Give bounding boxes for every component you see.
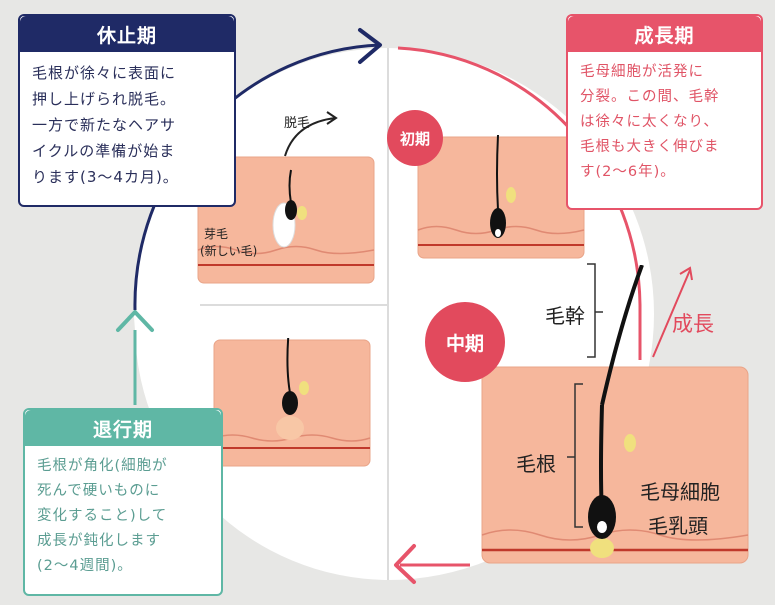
growth-direction-arrow — [652, 266, 693, 358]
hair-root-label: 毛根 — [516, 452, 556, 476]
growth-label: 成長 — [672, 312, 714, 336]
growth-line: す(2〜6年)。 — [580, 164, 676, 180]
rest-line: 毛根が徐々に表面に — [32, 64, 177, 82]
skin-block-regression — [213, 338, 371, 467]
skin-block-mid — [481, 366, 749, 564]
regression-line: 変化すること)して — [37, 508, 168, 524]
rest-arrowhead — [358, 28, 382, 64]
hair-shaft-line — [600, 265, 644, 405]
shed-label: 脱毛 — [284, 116, 311, 131]
growth-phase-box: 成長期 毛母細胞が活発に 分裂。この間、毛幹 は徐々に太くなり、 毛根も大きく伸… — [566, 14, 763, 210]
regression-arrowhead — [116, 310, 154, 332]
matrix-cells-label: 毛母細胞 — [640, 480, 720, 504]
early-badge: 初期 — [387, 110, 443, 166]
regression-phase-box: 退行期 毛根が角化(細胞が 死んで硬いものに 変化すること)して 成長が鈍化しま… — [23, 408, 223, 596]
growth-line: 毛母細胞が活発に — [580, 64, 704, 80]
shed-arrow — [284, 111, 338, 157]
growth-phase-title: 成長期 — [568, 16, 761, 52]
hair-shaft-label: 毛幹 — [545, 304, 585, 328]
rest-phase-title: 休止期 — [20, 16, 234, 52]
regression-phase-text: 毛根が角化(細胞が 死んで硬いものに 変化すること)して 成長が鈍化します (2… — [25, 446, 221, 587]
regression-line: 成長が鈍化します — [37, 533, 161, 549]
growth-phase-text: 毛母細胞が活発に 分裂。この間、毛幹 は徐々に太くなり、 毛根も大きく伸びま す… — [568, 52, 761, 193]
rest-line: 押し上げられ脱毛。 — [32, 90, 177, 108]
growth-line: 分裂。この間、毛幹 — [580, 89, 720, 105]
growth-line: 毛根も大きく伸びま — [580, 139, 720, 155]
rest-line: ります(3〜4カ月)。 — [32, 168, 179, 186]
mid-badge: 中期 — [425, 302, 505, 382]
skin-block-rest — [197, 156, 375, 284]
growth-arrowhead — [394, 544, 416, 584]
regression-line: 死んで硬いものに — [37, 483, 161, 499]
new-hair-label: (新しい毛) — [200, 244, 258, 258]
growth-line: は徐々に太くなり、 — [580, 114, 719, 130]
rest-phase-box: 休止期 毛根が徐々に表面に 押し上げられ脱毛。 一方で新たなヘアサ イクルの準備… — [18, 14, 236, 207]
skin-block-early — [417, 135, 585, 259]
rest-line: 一方で新たなヘアサ — [32, 116, 177, 134]
brackets — [567, 263, 603, 528]
papilla-label: 毛乳頭 — [648, 514, 708, 538]
rest-phase-text: 毛根が徐々に表面に 押し上げられ脱毛。 一方で新たなヘアサ イクルの準備が始ま … — [20, 52, 234, 198]
regression-phase-title: 退行期 — [25, 410, 221, 446]
regression-line: (2〜4週間)。 — [37, 558, 133, 574]
regression-line: 毛根が角化(細胞が — [37, 458, 168, 474]
rest-line: イクルの準備が始ま — [32, 142, 176, 160]
bud-hair-label: 芽毛 — [204, 227, 229, 241]
